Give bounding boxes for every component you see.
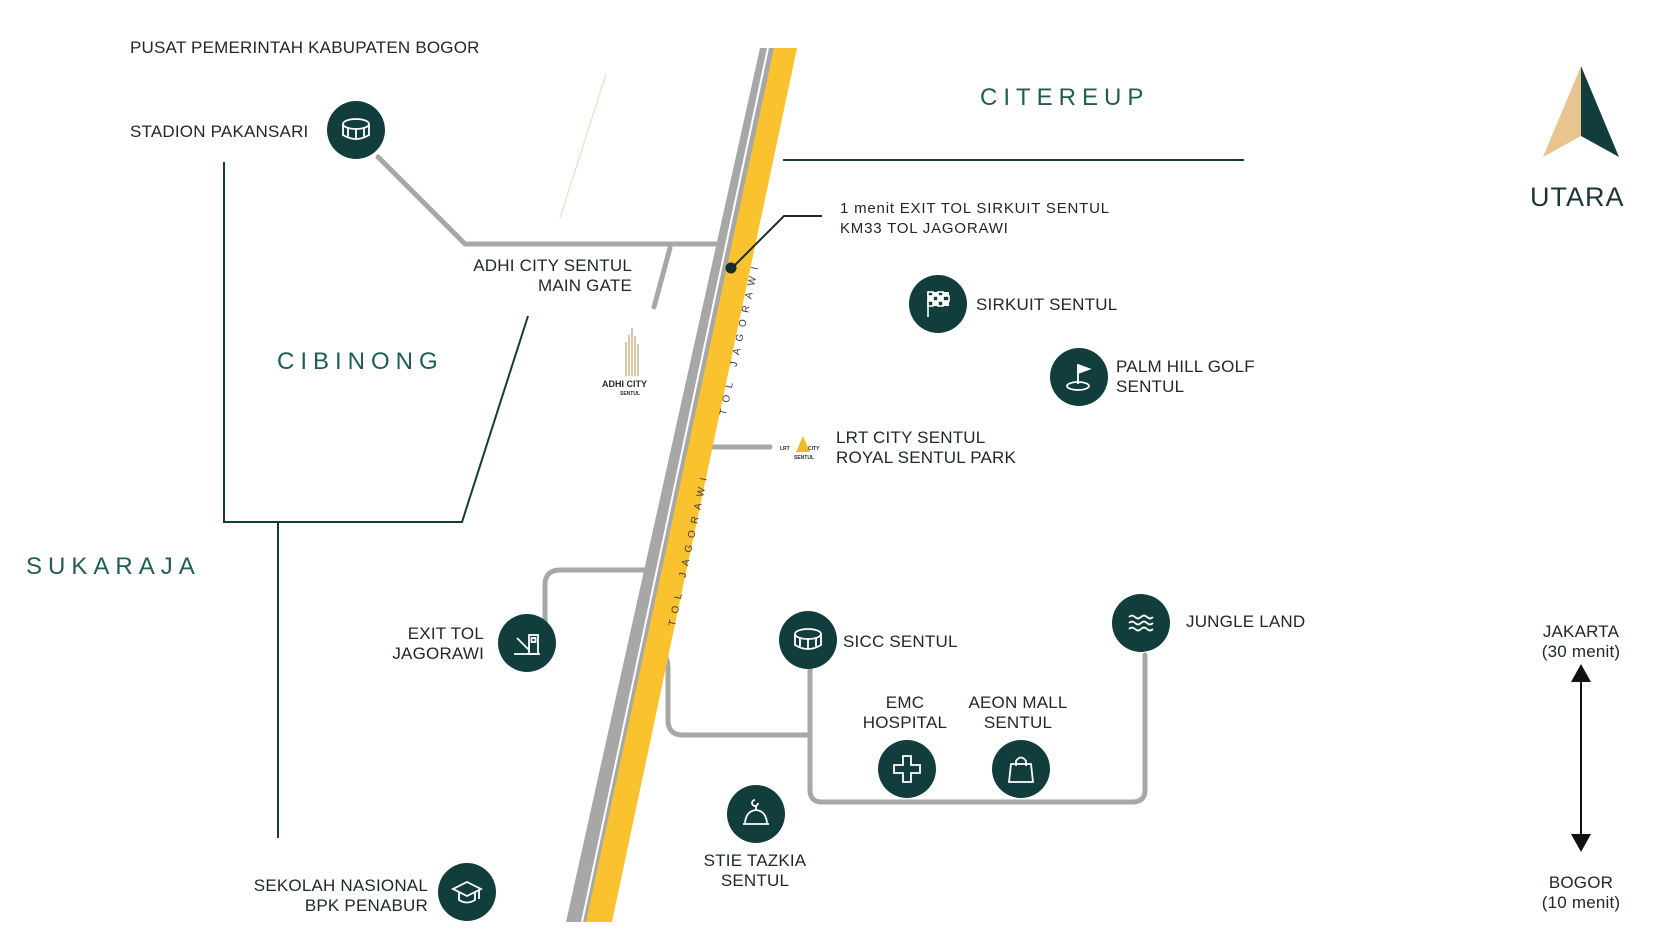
label-jungle-land: JUNGLE LAND — [1186, 612, 1306, 631]
label-line: KM33 TOL JAGORAWI — [840, 220, 1009, 237]
label-exit-tol: EXIT TOL JAGORAWI — [360, 624, 484, 664]
exit-marker-dot — [725, 262, 737, 274]
label-palm-hill: PALM HILL GOLF SENTUL — [1116, 357, 1255, 397]
label-line: LRT CITY SENTUL — [836, 428, 986, 447]
adhi-city-logo-sub: SENTUL — [620, 391, 640, 397]
distance-north: JAKARTA (30 menit) — [1516, 622, 1646, 662]
exit-callout-line — [731, 215, 822, 269]
lrt-logo-sub: SENTUL — [794, 455, 814, 461]
mosque-dome-icon — [727, 785, 785, 843]
label-line: JAGORAWI — [392, 644, 484, 663]
label-line: PALM HILL GOLF — [1116, 357, 1255, 376]
label-line: STIE TAZKIA — [703, 851, 807, 870]
label-line: SEKOLAH NASIONAL — [253, 876, 428, 895]
race-flag-icon — [909, 275, 967, 333]
shopping-bag-icon — [992, 740, 1050, 798]
label-line: AEON MALL — [968, 693, 1068, 712]
area-sukaraja: SUKARAJA — [26, 553, 201, 580]
toll-road-yellow-lane — [586, 48, 797, 922]
label-lrt: LRT CITY SENTUL ROYAL SENTUL PARK — [836, 428, 1016, 468]
label-line: BPK PENABUR — [304, 896, 428, 915]
label-line: ROYAL SENTUL PARK — [836, 448, 1017, 467]
golf-icon — [1050, 348, 1108, 406]
compass-label: UTARA — [1530, 182, 1625, 212]
label-emc: EMC HOSPITAL — [850, 693, 960, 733]
label-line: EMC — [885, 693, 925, 712]
label-line: MAIN GATE — [537, 276, 632, 295]
label-sirkuit: SIRKUIT SENTUL — [976, 295, 1118, 314]
label-sekolah: SEKOLAH NASIONAL BPK PENABUR — [220, 876, 428, 916]
label-pusat-pemerintah: PUSAT PEMERINTAH KABUPATEN BOGOR — [130, 38, 480, 57]
graduation-cap-icon — [438, 863, 496, 921]
label-line: 1 menit EXIT TOL SIRKUIT SENTUL — [840, 200, 1110, 217]
lrt-logo-right: CITY — [808, 446, 820, 452]
area-cibinong: CIBINONG — [277, 348, 444, 375]
label-line: SENTUL — [720, 871, 790, 890]
label-line: SENTUL — [1116, 377, 1185, 396]
label-line: (10 menit) — [1541, 893, 1621, 912]
cibinong-boundary — [223, 162, 529, 523]
label-line: BOGOR — [1548, 873, 1614, 892]
label-main-gate: ADHI CITY SENTUL MAIN GATE — [440, 256, 632, 296]
label-sicc: SICC SENTUL — [843, 632, 958, 651]
lrt-logo-left: LRT — [780, 446, 790, 452]
label-aeon: AEON MALL SENTUL — [953, 693, 1083, 733]
water-park-icon — [1112, 594, 1170, 652]
lrt-logo-mark — [796, 436, 810, 452]
label-stie: STIE TAZKIA SENTUL — [690, 851, 820, 891]
hospital-cross-icon — [878, 740, 936, 798]
label-exit-sirkuit: 1 menit EXIT TOL SIRKUIT SENTUL KM33 TOL… — [840, 199, 1110, 239]
label-stadion: STADION PAKANSARI — [130, 122, 309, 141]
label-line: (30 menit) — [1541, 642, 1621, 661]
label-line: SENTUL — [983, 713, 1053, 732]
adhi-city-logo-mark — [625, 328, 639, 376]
distance-arrow-icon — [1571, 664, 1591, 852]
local-roads — [375, 154, 1148, 805]
stadium-icon — [327, 101, 385, 159]
distance-south: BOGOR (10 menit) — [1516, 873, 1646, 913]
compass-icon — [1543, 66, 1619, 157]
toll-gate-icon — [498, 614, 556, 672]
area-boundaries — [223, 159, 1244, 838]
label-line: HOSPITAL — [862, 713, 948, 732]
label-line: ADHI CITY SENTUL — [473, 256, 632, 275]
adhi-city-logo-text: ADHI CITY — [602, 379, 647, 389]
label-line: EXIT TOL — [407, 624, 484, 643]
label-line: JAKARTA — [1542, 622, 1620, 641]
convention-center-icon — [779, 611, 837, 669]
area-citereup: CITEREUP — [980, 84, 1150, 111]
